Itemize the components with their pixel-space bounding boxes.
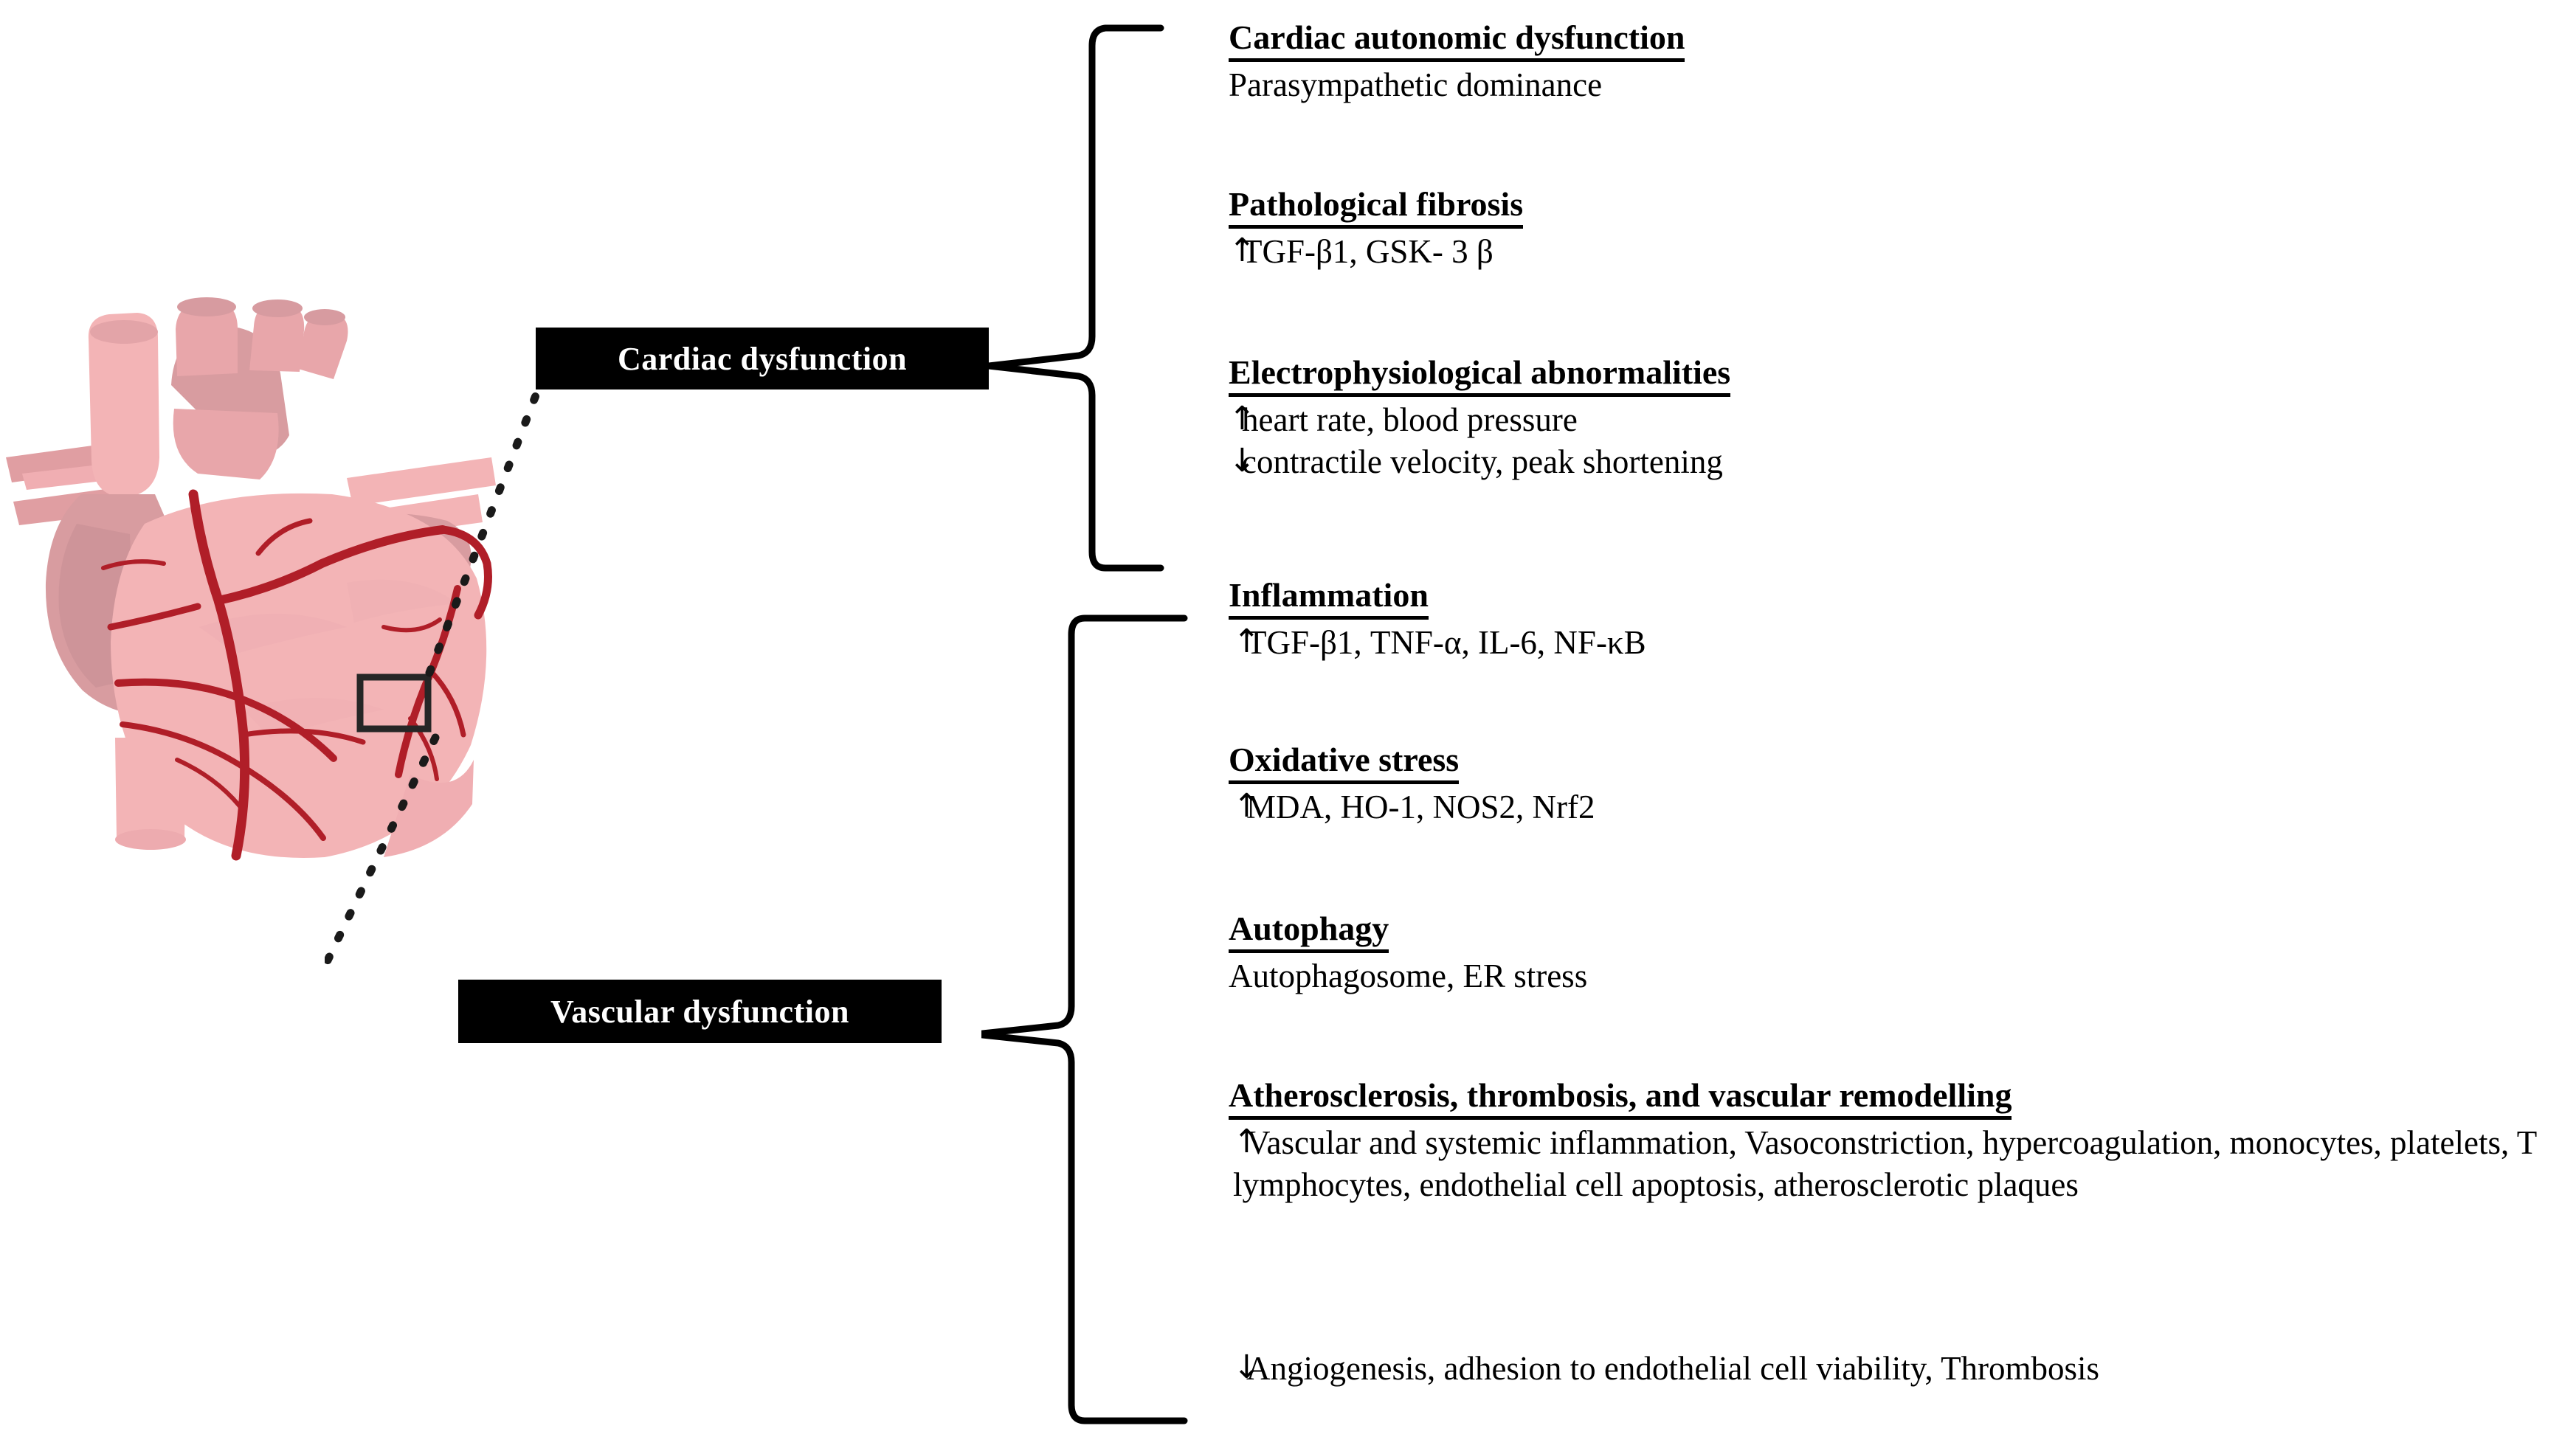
entry-line-text: TGF-β1, TNF-α, IL-6, NF-κB — [1246, 624, 1646, 662]
entry-lines: Parasympathetic dominance — [1229, 64, 2564, 105]
entry-heading: Pathological fibrosis — [1229, 184, 1524, 229]
entry-line-text: Autophagosome, ER stress — [1229, 958, 1588, 995]
entry-inflammation: Inflammation TGF-β1, TNF-α, IL-6, NF-κB — [1229, 575, 2564, 664]
entry-lines: Angiogenesis, adhesion to endothelial ce… — [1229, 1348, 2564, 1389]
entry-heading: Electrophysiological abnormalities — [1229, 353, 1731, 398]
brace-connectors-svg — [981, 24, 1188, 1424]
entry-electrophysiological-abnormalities: Electrophysiological abnormalities heart… — [1229, 353, 2564, 482]
entry-line-text: Parasympathetic dominance — [1229, 66, 1603, 104]
entry-line: Autophagosome, ER stress — [1229, 955, 2564, 997]
entry-line-text: contractile velocity, peak shortening — [1242, 443, 1723, 480]
entry-line: Angiogenesis, adhesion to endothelial ce… — [1229, 1348, 2564, 1389]
category-box-cardiac-dysfunction[interactable]: Cardiac dysfunction — [536, 328, 989, 389]
entry-atherosclerosis-thrombosis-vascular-remodelling: Atherosclerosis, thrombosis, and vascula… — [1229, 1076, 2564, 1205]
entry-line: Vascular and systemic inflammation, Vaso… — [1229, 1122, 2564, 1205]
callout-lines — [325, 310, 989, 1077]
entry-heading: Cardiac autonomic dysfunction — [1229, 18, 1685, 63]
callout-line-vascular — [325, 733, 440, 976]
arrow-down-icon — [1233, 1351, 1246, 1384]
heart-illustration — [0, 111, 561, 959]
entry-line: contractile velocity, peak shortening — [1229, 441, 2564, 482]
arrow-up-icon — [1233, 1126, 1246, 1158]
entry-autophagy: Autophagy Autophagosome, ER stress — [1229, 909, 2564, 997]
entry-line-text: Angiogenesis, adhesion to endothelial ce… — [1246, 1350, 2100, 1387]
category-label-cardiac: Cardiac dysfunction — [617, 340, 908, 377]
entry-lines: heart rate, blood pressure contractile v… — [1229, 399, 2564, 482]
entry-heading: Inflammation — [1229, 575, 1429, 620]
arrow-up-icon — [1233, 790, 1246, 823]
arrow-up-icon — [1233, 626, 1246, 658]
entry-cardiac-autonomic-dysfunction: Cardiac autonomic dysfunction Parasympat… — [1229, 18, 2564, 106]
heart-anatomy-graphic — [6, 297, 496, 861]
entry-line-text: TGF-β1, GSK- 3 β — [1242, 233, 1494, 271]
entry-lines: TGF-β1, TNF-α, IL-6, NF-κB — [1229, 622, 2564, 663]
entry-oxidative-stress: Oxidative stress MDA, HO-1, NOS2, Nrf2 — [1229, 740, 2564, 828]
entry-line: TGF-β1, TNF-α, IL-6, NF-κB — [1229, 622, 2564, 663]
entry-heading: Oxidative stress — [1229, 740, 1460, 785]
entry-line: MDA, HO-1, NOS2, Nrf2 — [1229, 786, 2564, 828]
brace-vascular — [981, 614, 1188, 1424]
entry-heading: Atherosclerosis, thrombosis, and vascula… — [1229, 1076, 2012, 1121]
entry-angiogenesis-adhesion-thrombosis: Angiogenesis, adhesion to endothelial ce… — [1229, 1346, 2564, 1389]
entry-lines: TGF-β1, GSK- 3 β — [1229, 231, 2564, 272]
heart-highlight-box — [356, 674, 432, 733]
entry-pathological-fibrosis: Pathological fibrosis TGF-β1, GSK- 3 β — [1229, 184, 2564, 273]
category-label-vascular: Vascular dysfunction — [550, 993, 849, 1030]
arrow-up-icon — [1229, 403, 1241, 435]
entry-line: heart rate, blood pressure — [1229, 399, 2564, 440]
arrow-up-icon — [1229, 235, 1241, 267]
arrow-down-icon — [1229, 445, 1241, 477]
brace-connectors — [981, 0, 1247, 1437]
callout-lines-svg — [325, 372, 548, 976]
entry-line: Parasympathetic dominance — [1229, 64, 2564, 105]
callout-line-cardiac — [425, 372, 548, 677]
entry-line-text: MDA, HO-1, NOS2, Nrf2 — [1246, 789, 1595, 826]
entry-heading: Autophagy — [1229, 909, 1389, 954]
entry-lines: Autophagosome, ER stress — [1229, 955, 2564, 997]
entry-line-text: Vascular and systemic inflammation, Vaso… — [1233, 1124, 2537, 1203]
category-box-vascular-dysfunction[interactable]: Vascular dysfunction — [458, 980, 942, 1043]
heart-vessels-group — [6, 297, 496, 858]
entry-line: TGF-β1, GSK- 3 β — [1229, 231, 2564, 272]
entry-lines: MDA, HO-1, NOS2, Nrf2 — [1229, 786, 2564, 828]
entry-lines: Vascular and systemic inflammation, Vaso… — [1229, 1122, 2564, 1205]
entry-line-text: heart rate, blood pressure — [1242, 401, 1578, 439]
brace-cardiac — [985, 24, 1164, 572]
content-column: Cardiac autonomic dysfunction Parasympat… — [1229, 0, 2564, 1437]
